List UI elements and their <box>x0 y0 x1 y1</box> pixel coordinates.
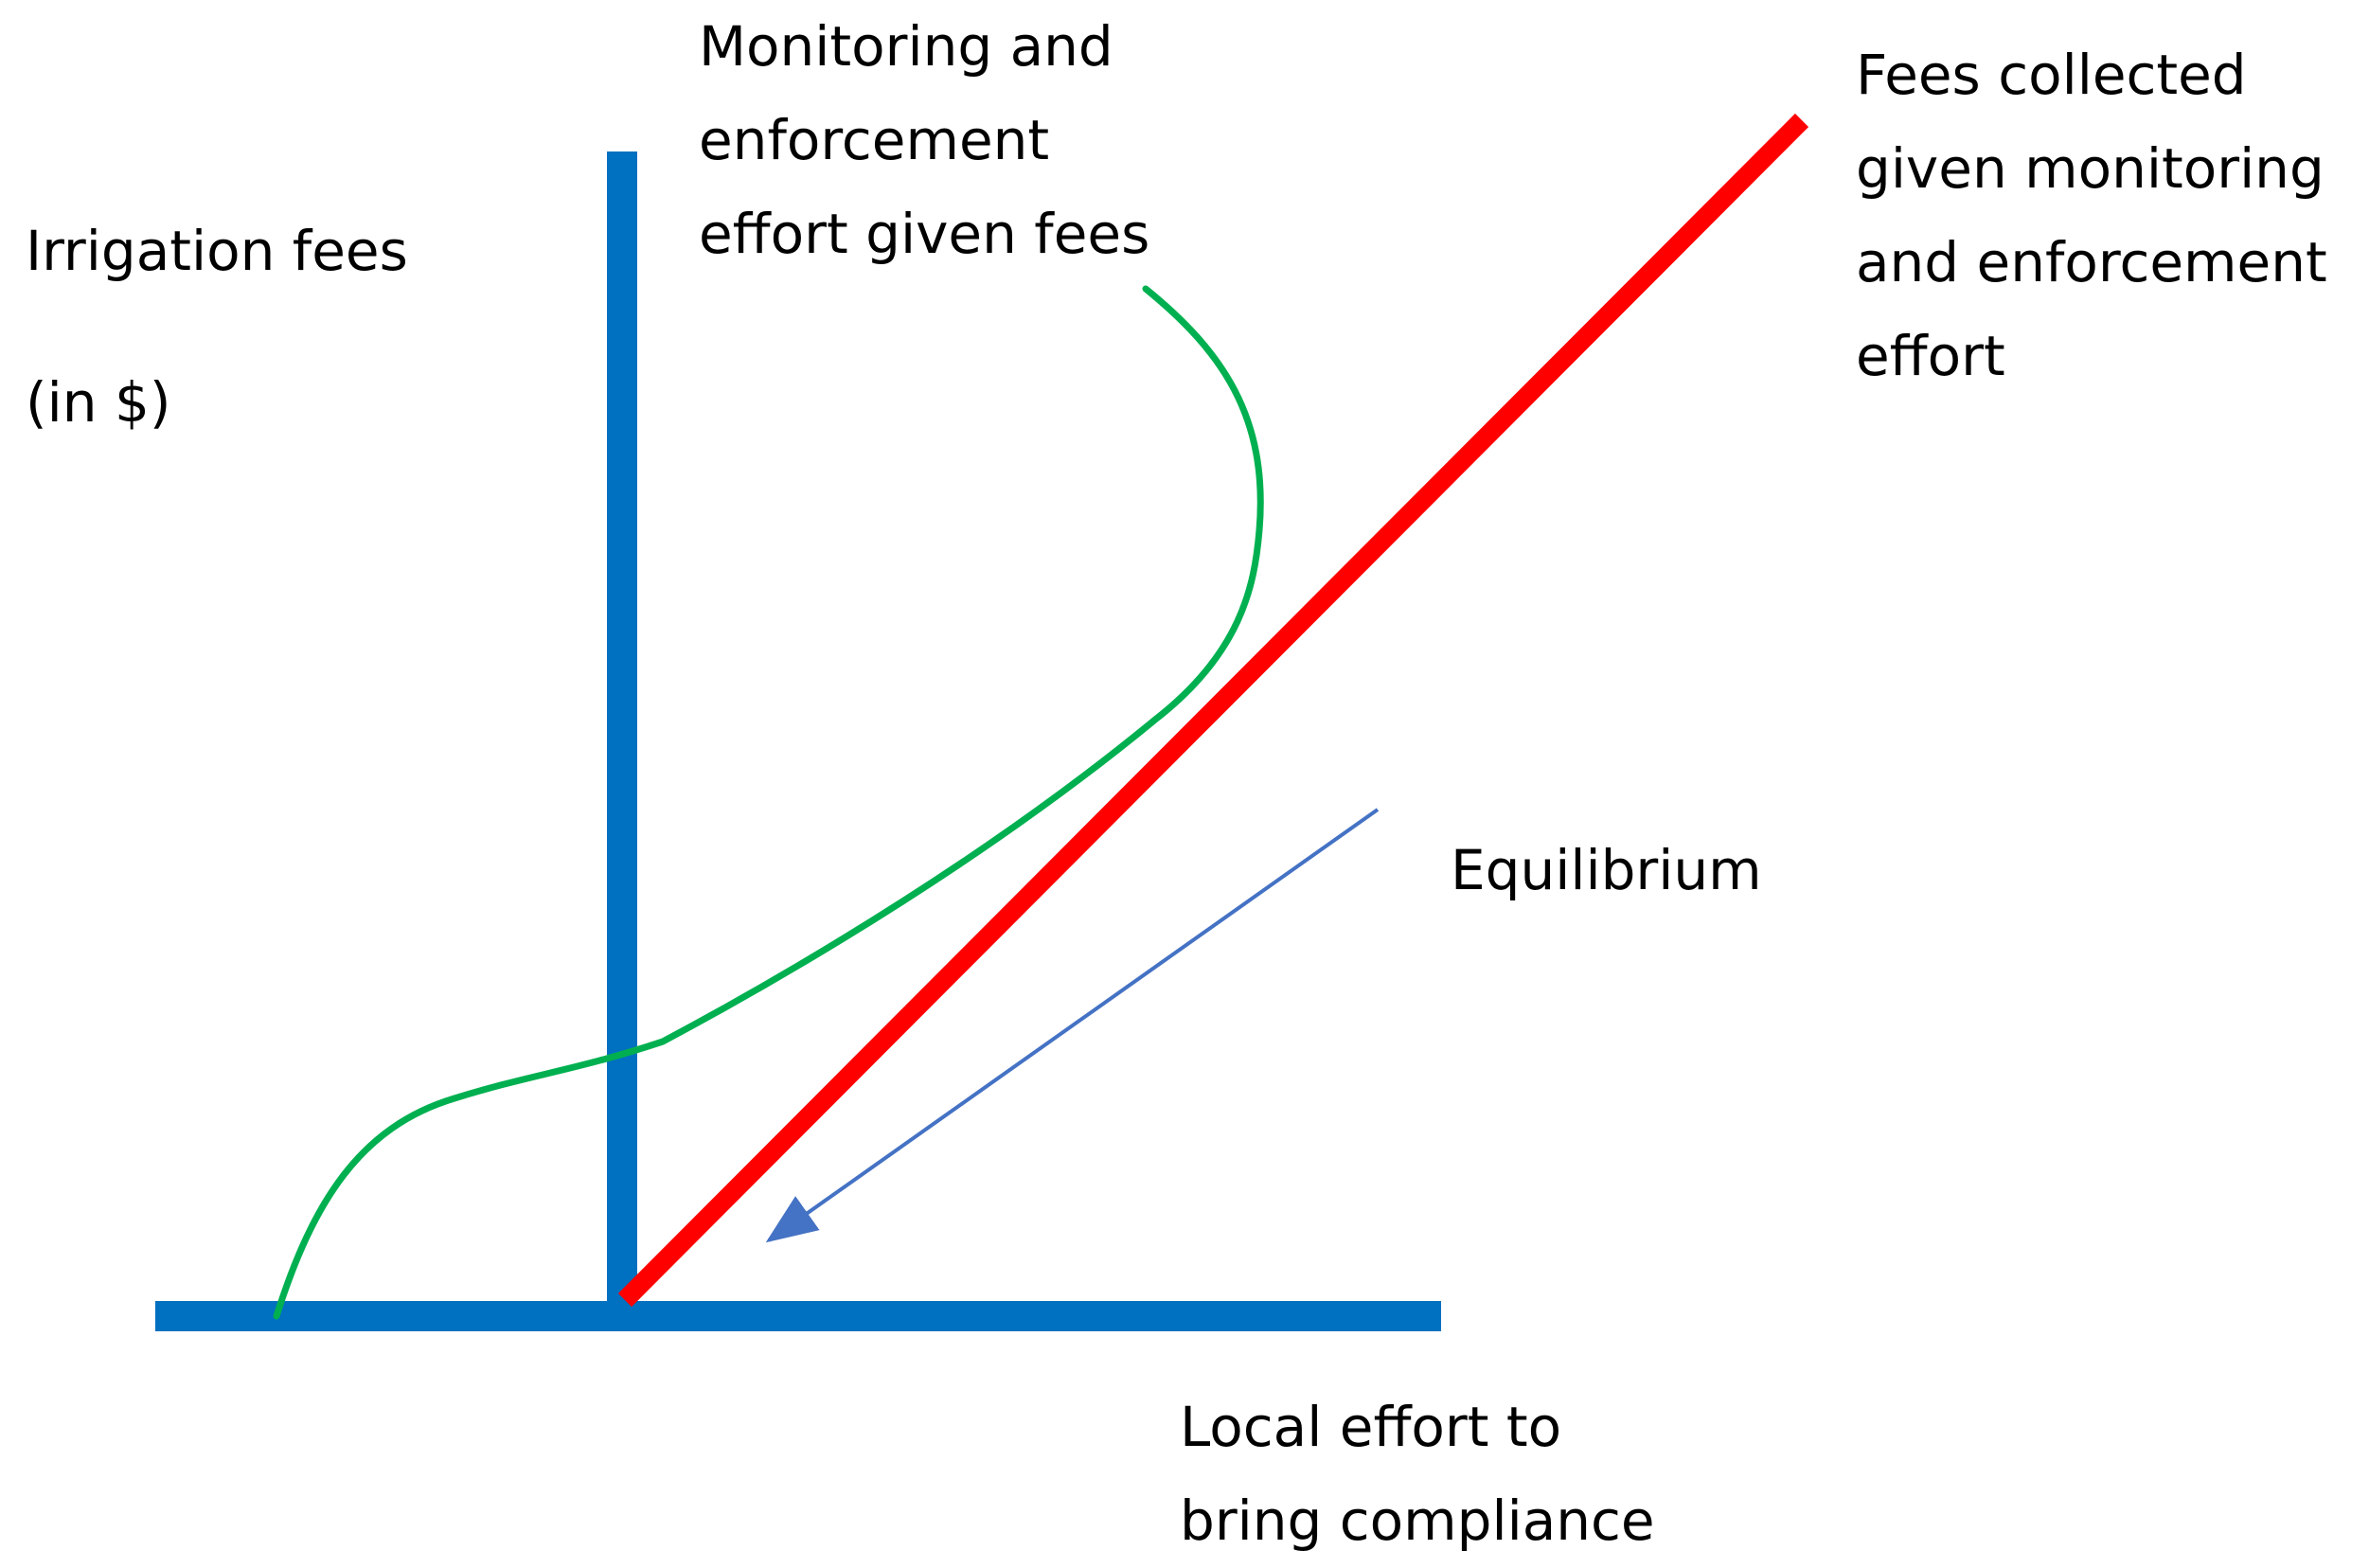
x-axis-label: Local effort to bring compliance <box>1180 1381 1655 1568</box>
equilibrium-arrow <box>765 808 1380 1243</box>
equilibrium-label-text: Equilibrium <box>1451 838 1762 902</box>
x-axis-label-line-1: Local effort to <box>1180 1395 1562 1459</box>
fees-collected-line <box>617 113 1809 1308</box>
fees-line-label: Fees collected given monitoring and enfo… <box>1856 28 2327 403</box>
equilibrium-label: Equilibrium <box>1451 824 1762 918</box>
fees-label-line-3: and enforcement <box>1856 230 2327 294</box>
monitoring-label-line-3: effort given fees <box>699 202 1150 266</box>
monitoring-label-line-2: enforcement <box>699 108 1050 172</box>
y-axis-label-line-1: Irrigation fees <box>26 219 408 283</box>
monitoring-curve-label: Monitoring and enforcement effort given … <box>699 0 1149 281</box>
y-axis <box>607 151 637 1316</box>
y-axis-label: Irrigation fees (in $) <box>26 175 408 478</box>
fees-label-line-2: given monitoring <box>1856 136 2324 201</box>
y-axis-label-line-2: (in $) <box>26 370 171 435</box>
monitoring-label-line-1: Monitoring and <box>699 14 1113 79</box>
fees-label-line-1: Fees collected <box>1856 43 2247 107</box>
x-axis-label-line-2: bring compliance <box>1180 1488 1655 1553</box>
fees-label-line-4: effort <box>1856 324 2005 388</box>
x-axis <box>155 1301 1441 1331</box>
monitoring-enforcement-curve <box>273 285 1264 1320</box>
